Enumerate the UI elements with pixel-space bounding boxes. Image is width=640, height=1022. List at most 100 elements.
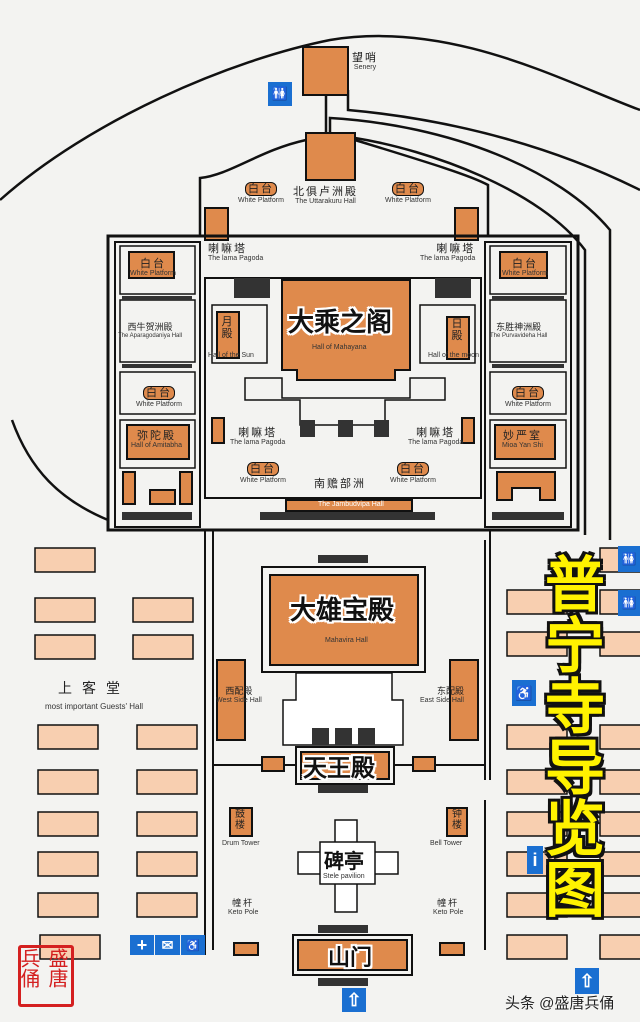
drum-tower-zh: 鼓楼	[235, 809, 245, 831]
label-zh: 望哨	[352, 51, 378, 64]
label-en: White Platform	[238, 196, 284, 204]
label-en: The lama Pagoda	[208, 254, 264, 262]
label-en: Keto Pole	[433, 909, 464, 917]
entrance-arrow-icon[interactable]: ⇧	[575, 968, 599, 994]
label-zh: 白台	[511, 386, 544, 400]
info-icon[interactable]: i	[527, 846, 543, 874]
first-aid-icon[interactable]: +	[130, 935, 154, 955]
stele-en: Stele pavilion	[323, 873, 365, 880]
label-zh: 上客堂	[58, 681, 130, 697]
sun-hall-en: Hall of the Sun	[208, 352, 254, 359]
label-en: Keto Pole	[228, 909, 259, 917]
label-zh: 白台	[511, 257, 538, 270]
stele-pavilion-shape	[297, 819, 399, 913]
jambudvipa-en: The Jambudvipa Hall	[318, 501, 384, 508]
label-zh: 白台	[396, 462, 429, 476]
label-zh: 白台	[246, 462, 279, 476]
label-en: East Side Hall	[420, 697, 464, 705]
mahayana-title: 大乘之阁	[288, 308, 393, 338]
label-en: White Platform	[390, 476, 436, 484]
mahavira-title: 大雄宝殿	[290, 596, 395, 626]
label-zh: 东胜神洲殿	[496, 323, 542, 333]
label-en: White Platform	[502, 269, 548, 277]
label-zh: 喇嘛塔	[238, 426, 278, 439]
label-zh: 东配殿	[436, 687, 464, 697]
label-en: The lama Pagoda	[230, 438, 286, 446]
label-zh: 白台	[139, 257, 166, 270]
label-en: The Aparagodaniya Hall	[118, 333, 183, 340]
mail-icon[interactable]: ✉	[155, 935, 180, 955]
label-en: The lama Pagoda	[408, 438, 464, 446]
label-en: The Purvavideha Hall	[490, 333, 548, 340]
watermark: 头条 @盛唐兵俑	[505, 995, 615, 1012]
label-zh: 幢杆	[437, 899, 460, 909]
stele-title: 碑亭	[324, 849, 364, 873]
guests-hall-label: 上客堂 most important Guests' Hall	[45, 682, 143, 711]
orange-halls	[122, 251, 556, 976]
toilet-icon[interactable]: 🚻	[618, 546, 640, 572]
label-zh: 白台	[142, 386, 175, 400]
seal-stamp: 盛唐兵俑	[17, 945, 74, 1007]
moon-hall-en: Hall of the moon	[428, 352, 479, 359]
label-zh: 北俱卢洲殿	[293, 185, 358, 198]
mahavira-en: Mahavira Hall	[325, 637, 368, 644]
label-en: White Platform	[240, 476, 286, 484]
bell-tower-en: Bell Tower	[430, 840, 463, 847]
phone-icon[interactable]: ♿	[181, 935, 205, 955]
label-en: Mioa Yan Shi	[502, 441, 543, 449]
label-zh: 西牛贺洲殿	[127, 323, 173, 333]
label-zh: 西配殿	[225, 687, 253, 697]
accessibility-icon[interactable]: ♿	[512, 680, 536, 706]
label-en: White Platform	[136, 400, 182, 408]
label-zh: 喇嘛塔	[436, 242, 476, 255]
label-en: most important Guests' Hall	[45, 701, 144, 711]
label-en: Hall of Amitabha	[131, 441, 182, 449]
label-en: West Side Hall	[216, 697, 262, 705]
label-zh: 幢杆	[232, 899, 255, 909]
map-title: 普宁寺导览图	[544, 551, 607, 926]
label-zh: 白台	[244, 182, 277, 196]
label-zh: 弥陀殿	[136, 429, 176, 442]
gate-title: 山门	[328, 946, 373, 971]
moon-hall-zh: 日殿	[451, 317, 465, 342]
label-zh: 白台	[391, 182, 424, 196]
sun-hall-zh: 月殿	[221, 315, 235, 340]
label-en: The Uttarakuru Hall	[295, 197, 356, 205]
heavenly-kings-title: 天王殿	[303, 754, 375, 782]
drum-tower-en: Drum Tower	[222, 840, 260, 847]
toilet-icon[interactable]: 🚻	[268, 82, 292, 106]
jambudvipa-zh: 南赡部洲	[314, 477, 366, 490]
entrance-arrow-icon[interactable]: ⇧	[342, 988, 366, 1012]
mahayana-en: Hall of Mahayana	[312, 344, 367, 351]
label-en: Senery	[353, 63, 377, 71]
bell-tower-zh: 钟楼	[452, 809, 462, 831]
label-en: White Platform	[385, 196, 431, 204]
label-en: White Platform	[505, 400, 551, 408]
label-zh: 喇嘛塔	[416, 426, 456, 439]
label-en: White Platform	[130, 269, 176, 277]
toilet-icon[interactable]: 🚻	[618, 590, 640, 616]
outer-paths	[0, 34, 640, 540]
